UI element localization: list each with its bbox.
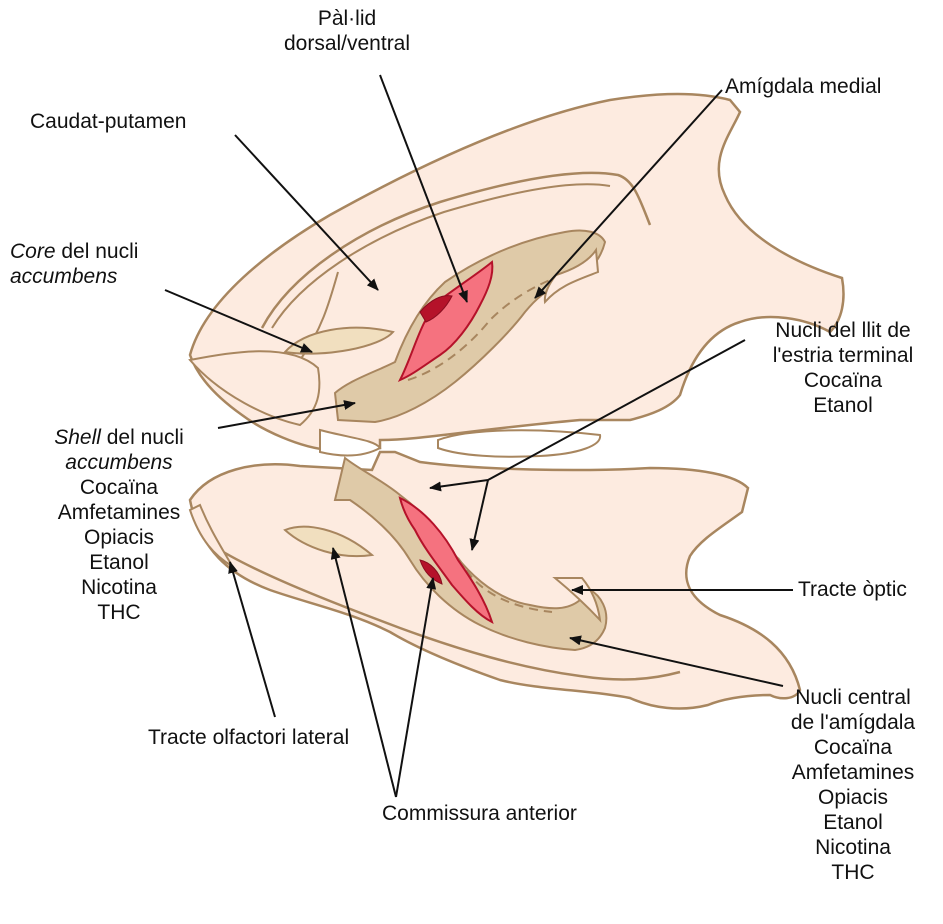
label-core-italic: Core: [10, 240, 56, 263]
label-central-amygdala-drug: Nicotina: [768, 835, 938, 860]
label-core-accumbens: Core del nucli accumbens: [10, 239, 138, 289]
label-bed-nucleus-drug1: Cocaïna: [748, 368, 938, 393]
label-shell-drug: Etanol: [24, 550, 214, 575]
label-central-amygdala-drug: Cocaïna: [768, 735, 938, 760]
label-core-line2: accumbens: [10, 264, 138, 289]
label-shell-drug: Opiacis: [24, 525, 214, 550]
label-shell-drug: Cocaïna: [24, 475, 214, 500]
label-shell-accumbens: Shell del nucli accumbens Cocaïna Amfeta…: [24, 425, 214, 625]
label-bed-nucleus: Nucli del llit de l'estria terminal Coca…: [748, 318, 938, 418]
label-bed-nucleus-line2: l'estria terminal: [748, 343, 938, 368]
label-shell-drug: Amfetamines: [24, 500, 214, 525]
label-core-rest: del nucli: [56, 240, 139, 263]
label-optic-tract-text: Tracte òptic: [798, 578, 907, 601]
label-amygdala-medial: Amígdala medial: [725, 74, 881, 99]
label-shell-rest: del nucli: [101, 426, 184, 449]
label-central-amygdala-line1: Nucli central: [768, 685, 938, 710]
label-anterior-commissure: Commissura anterior: [382, 801, 577, 826]
central-ventricle: [438, 430, 600, 456]
label-central-amygdala-drug: THC: [768, 860, 938, 885]
label-anterior-commissure-text: Commissura anterior: [382, 802, 577, 825]
label-pallidum-line2: dorsal/ventral: [272, 31, 422, 56]
label-central-amygdala-line2: de l'amígdala: [768, 710, 938, 735]
label-olfactory-tract: Tracte olfactori lateral: [148, 725, 349, 750]
label-bed-nucleus-drug2: Etanol: [748, 393, 938, 418]
label-shell-drug: Nicotina: [24, 575, 214, 600]
upper-brain-slice: [190, 94, 844, 450]
label-central-amygdala-drug: Amfetamines: [768, 760, 938, 785]
label-bed-nucleus-line1: Nucli del llit de: [748, 318, 938, 343]
label-pallidum-line1: Pàl·lid: [272, 6, 422, 31]
label-shell-italic: Shell: [54, 426, 101, 449]
label-shell-line2: accumbens: [24, 450, 214, 475]
label-central-amygdala: Nucli central de l'amígdala Cocaïna Amfe…: [768, 685, 938, 885]
label-shell-drug: THC: [24, 600, 214, 625]
label-central-amygdala-drug: Etanol: [768, 810, 938, 835]
label-central-amygdala-drug: Opiacis: [768, 785, 938, 810]
label-olfactory-tract-text: Tracte olfactori lateral: [148, 726, 349, 749]
label-optic-tract: Tracte òptic: [798, 577, 907, 602]
label-amygdala-medial-text: Amígdala medial: [725, 75, 881, 98]
label-caudate-putamen: Caudat-putamen: [30, 109, 186, 134]
label-caudate-text: Caudat-putamen: [30, 110, 186, 133]
label-pallidum: Pàl·lid dorsal/ventral: [272, 6, 422, 56]
